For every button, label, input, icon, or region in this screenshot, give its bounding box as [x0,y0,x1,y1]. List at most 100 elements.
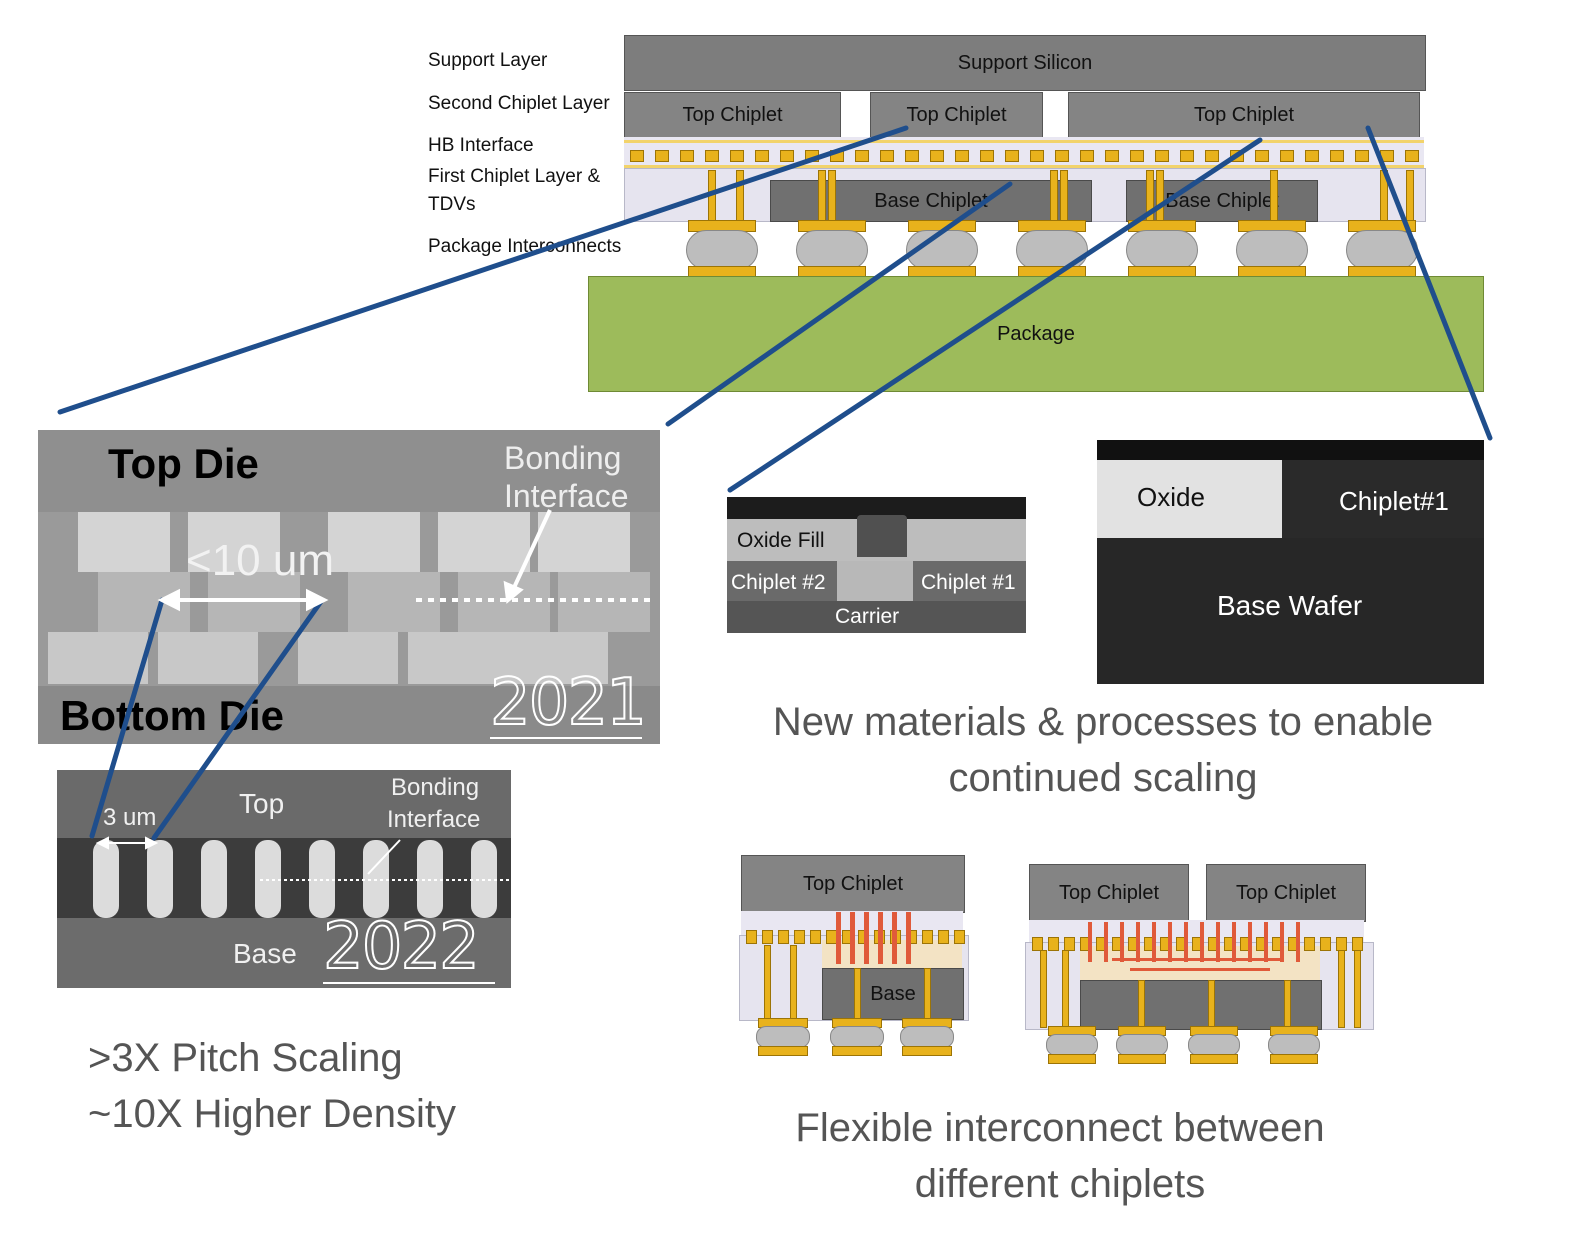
callout-line-hb [665,181,1013,427]
sem-2021-bottom-bond [408,632,508,684]
hb-line-bottom [624,165,1424,168]
flex-right-signal-arrow [1280,922,1284,962]
hb-pad [880,150,894,162]
bonding-label-2022-line2: Interface [387,806,481,833]
sem-image-2021: Top Die Bottom Die <10 um Bonding Interf… [38,430,660,744]
pitch-arrowhead-2021-right [306,588,329,612]
hb-pad [705,150,719,162]
bonding-label-2021-line2: Interface [504,478,629,514]
hb-pad [1030,150,1044,162]
year-2022: 2022 [322,909,481,985]
flex-right-signal-arrow [1120,922,1124,962]
flex-right-signal-arrow [1136,922,1140,962]
chiplet1-block [913,561,1026,601]
hb-pad [855,150,869,162]
hb-pad [980,150,994,162]
flex-right-signal-arrow [1088,922,1092,962]
flex-right-pad [1320,937,1331,951]
label-hb-interface: HB Interface [428,135,534,156]
flex-right-signal-arrow [1104,922,1108,962]
hb-pad [1280,150,1294,162]
flex-left-pad [778,930,789,944]
hb-pad [1080,150,1094,162]
sem-2021-upper-bond [78,512,170,572]
flex-left-signal-arrow [836,912,841,964]
hb-pad [755,150,769,162]
top-die-label: Top Die [108,440,259,487]
chiplet1-large-label: Chiplet#1 [1339,486,1449,516]
year-2022-underline [323,982,495,984]
package-bump [686,220,758,278]
materials-caption-line2: continued scaling [948,756,1258,800]
flex-left-signal-arrow [906,912,911,964]
sem-2022-bond [201,840,227,918]
flex-left-base: Base [822,968,964,1020]
top-strip [1097,440,1484,460]
pitch-link-line-left [89,597,165,839]
support-silicon: Support Silicon [624,35,1426,91]
sem-2021-upper-bond [438,512,530,572]
hb-pad [1405,150,1419,162]
sem-2021-upper-bond [328,512,420,572]
hb-pad [1005,150,1019,162]
flex-right-pad [1048,937,1059,951]
scaling-text: >3X Pitch Scaling ~10X Higher Density [88,1030,456,1142]
label-first-chiplet-layer: First Chiplet Layer & [428,166,601,187]
flex-right-signal-arrow [1168,922,1172,962]
flex-left-pad [746,930,757,944]
pitch-arrowhead-2021-left [157,588,180,612]
top-chiplet-3: Top Chiplet [1068,92,1420,138]
package-bump [796,220,868,278]
callout-line-edge [1365,125,1493,441]
oxide-fill-top-dark [727,497,1026,519]
flex-right-pad [1032,937,1043,951]
bonding-pointer-2022 [367,839,401,875]
flex-left-pad [794,930,805,944]
year-2021-underline [490,737,642,739]
flex-right-top-chiplet-b: Top Chiplet [1206,864,1366,922]
flex-left-pad [810,930,821,944]
oxide-fill-trench [857,515,907,557]
label-support-layer: Support Layer [428,50,548,71]
flex-right-tdv [1040,950,1047,1028]
flex-right-bump-pad [1048,1054,1096,1064]
flex-right-pad [1064,937,1075,951]
sem-2021-bottom-bond [508,632,608,684]
flex-right-bump-pad [1190,1054,1238,1064]
flex-left-top-chiplet: Top Chiplet [741,855,965,913]
flex-right-signal-arrow [1248,922,1252,962]
hb-pad [655,150,669,162]
hb-pad [680,150,694,162]
materials-caption: New materials & processes to enable cont… [730,694,1476,806]
hb-pad [1130,150,1144,162]
flex-left-signal-arrow [850,912,855,964]
callout-line-base [727,137,1263,493]
hb-pad [730,150,744,162]
bonding-pointer-head-2021 [503,580,524,604]
pitch-arrowhead-2022-left [95,836,109,850]
bottom-die-label: Bottom Die [60,692,284,739]
flex-right-signal-arrow [1216,922,1220,962]
oxide-fill-label: Oxide Fill [737,529,825,552]
hb-pad [1330,150,1344,162]
flex-right-route [1130,968,1270,971]
sem-2021-bottom-bond [158,632,258,684]
sem-2021-bottom-bond [298,632,398,684]
gap-fill [837,561,913,601]
hb-pad [1355,150,1369,162]
flex-left-pad [938,930,949,944]
flex-right-top-chiplet-a: Top Chiplet [1029,864,1189,922]
top-die-region [38,430,660,512]
carrier-block [727,601,1026,633]
package-bump [1126,220,1198,278]
oxide-fill-sem: Oxide Fill Chiplet #2 Chiplet #1 Carrier [727,497,1026,633]
chiplet2-block [727,561,837,601]
top-label-2022: Top [239,788,285,819]
flex-left-signal-arrow [878,912,883,964]
chiplet1-large-block [1282,460,1484,538]
bump-ball [1346,230,1418,270]
flex-caption-line2: different chiplets [914,1162,1206,1206]
label-second-chiplet-layer: Second Chiplet Layer [428,93,610,114]
pitch-link-line-right [151,597,325,841]
